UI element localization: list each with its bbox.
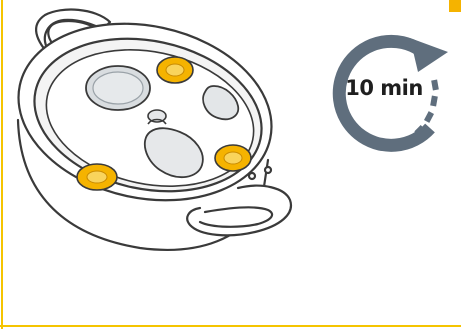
timer-duration-label: 10 min bbox=[336, 76, 432, 100]
card-border-bottom bbox=[0, 325, 461, 327]
egg-yolk-ring-right bbox=[215, 145, 251, 171]
pot-with-boiling-eggs-and-jars-icon bbox=[0, 0, 320, 300]
egg-yolk-ring-top bbox=[157, 57, 193, 83]
card-corner-tab bbox=[449, 0, 461, 12]
jar-lid-icon bbox=[86, 66, 150, 110]
egg-yolk-ring-left bbox=[77, 164, 117, 190]
